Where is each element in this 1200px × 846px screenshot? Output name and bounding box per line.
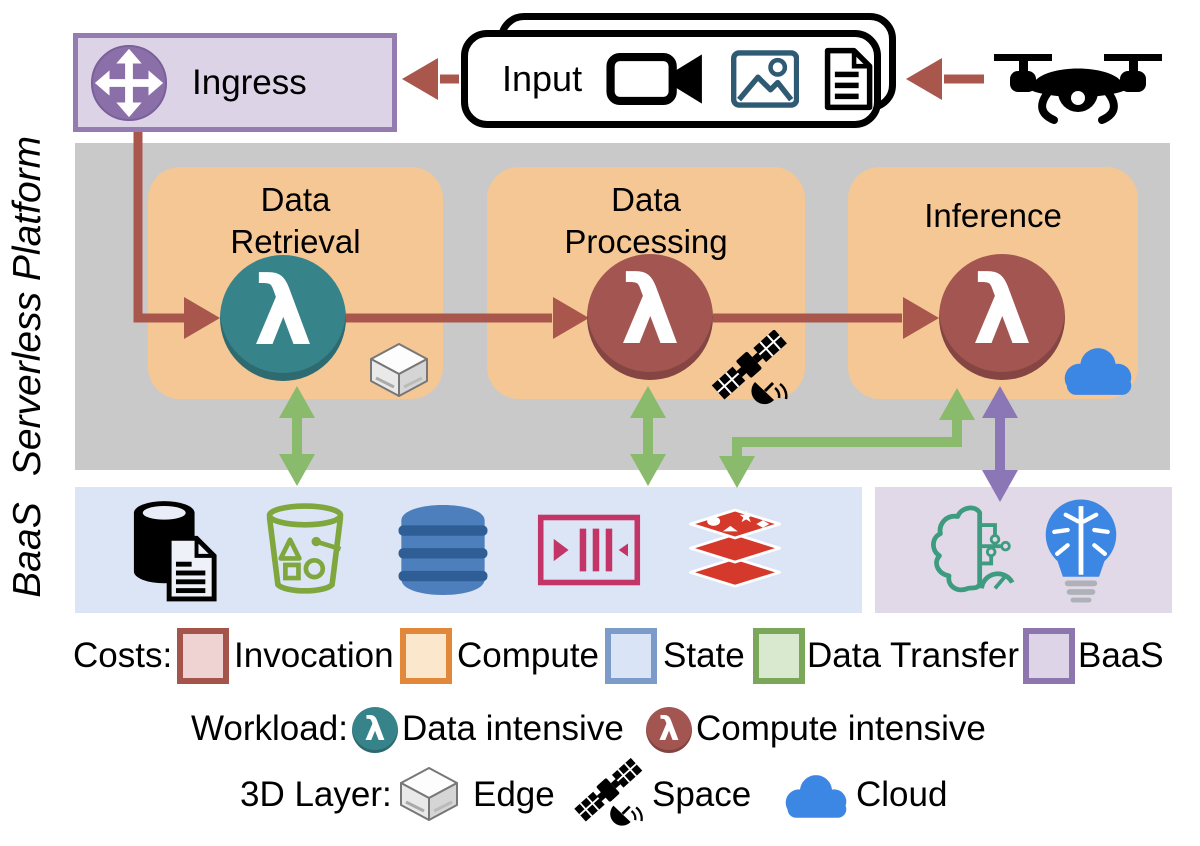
satellite-icon [711, 330, 788, 405]
move-arrows-icon [90, 44, 168, 121]
workload-heading: Workload: [191, 709, 348, 748]
lambda-data-intensive-icon: λ [352, 707, 398, 753]
lambda-data-processing: λ [587, 254, 713, 380]
stage-title: Inference [924, 197, 1062, 234]
document-icon [824, 47, 873, 111]
ingress-label: Ingress [192, 62, 307, 102]
swatch-invocation [177, 628, 229, 684]
image-icon [730, 50, 799, 108]
layer-heading: 3D Layer: [240, 775, 392, 814]
legend-label-edge: Edge [473, 775, 555, 814]
brain-lightbulb-icon [1045, 499, 1116, 603]
lambda-data-retrieval: λ [220, 255, 346, 381]
stage-title: Data Retrieval [230, 181, 361, 260]
legend-label-space: Space [652, 775, 752, 814]
legend-label-state: State [663, 636, 745, 675]
baas-state-panel [75, 487, 862, 613]
legend-label-cloud: Cloud [856, 775, 948, 814]
cloud-icon [785, 775, 847, 818]
kinesis-stream-icon [538, 514, 641, 586]
lambda-glyph: λ [253, 258, 313, 367]
swatch-state [605, 628, 657, 684]
edge-cube-icon [370, 343, 428, 397]
s3-bucket-icon [266, 503, 344, 594]
legend-label-compute-intensive: Compute intensive [696, 709, 986, 748]
swatch-compute [400, 628, 452, 684]
lambda-glyph: λ [620, 257, 680, 366]
legend-label-invocation: Invocation [234, 636, 394, 675]
lambda-compute-intensive-icon: λ [646, 707, 692, 753]
input-label: Input [502, 58, 583, 99]
edge-cube-icon [400, 767, 458, 821]
database-documents-icon [133, 501, 217, 602]
cloud-icon [1064, 348, 1132, 395]
lambda-glyph: λ [364, 708, 386, 748]
arrowhead [906, 58, 942, 100]
costs-heading: Costs: [73, 636, 173, 675]
dynamodb-icon [398, 505, 487, 595]
legend-label-baas: BaaS [1078, 636, 1164, 675]
ml-circuit-brain-icon [930, 505, 1014, 593]
redis-icon [689, 508, 781, 588]
lambda-inference: λ [939, 254, 1065, 380]
ingress-box: Ingress [73, 33, 397, 132]
lambda-glyph: λ [658, 708, 680, 748]
lambda-glyph: λ [972, 257, 1032, 366]
baas-ml-panel [875, 487, 1172, 613]
legend-label-data-intensive: Data intensive [402, 709, 624, 748]
baas-side-label: BaaS [6, 502, 49, 598]
stage-title: Data Processing [564, 181, 728, 260]
drone-icon [994, 54, 1162, 124]
input-card: Input [461, 30, 881, 128]
swatch-data-transfer [753, 628, 805, 684]
legend-label-compute: Compute [457, 636, 600, 675]
arrowhead [402, 58, 438, 100]
legend-label-data-transfer: Data Transfer [807, 636, 1020, 675]
satellite-icon [574, 758, 643, 826]
swatch-baas [1023, 628, 1075, 684]
video-camera-icon [606, 52, 702, 106]
